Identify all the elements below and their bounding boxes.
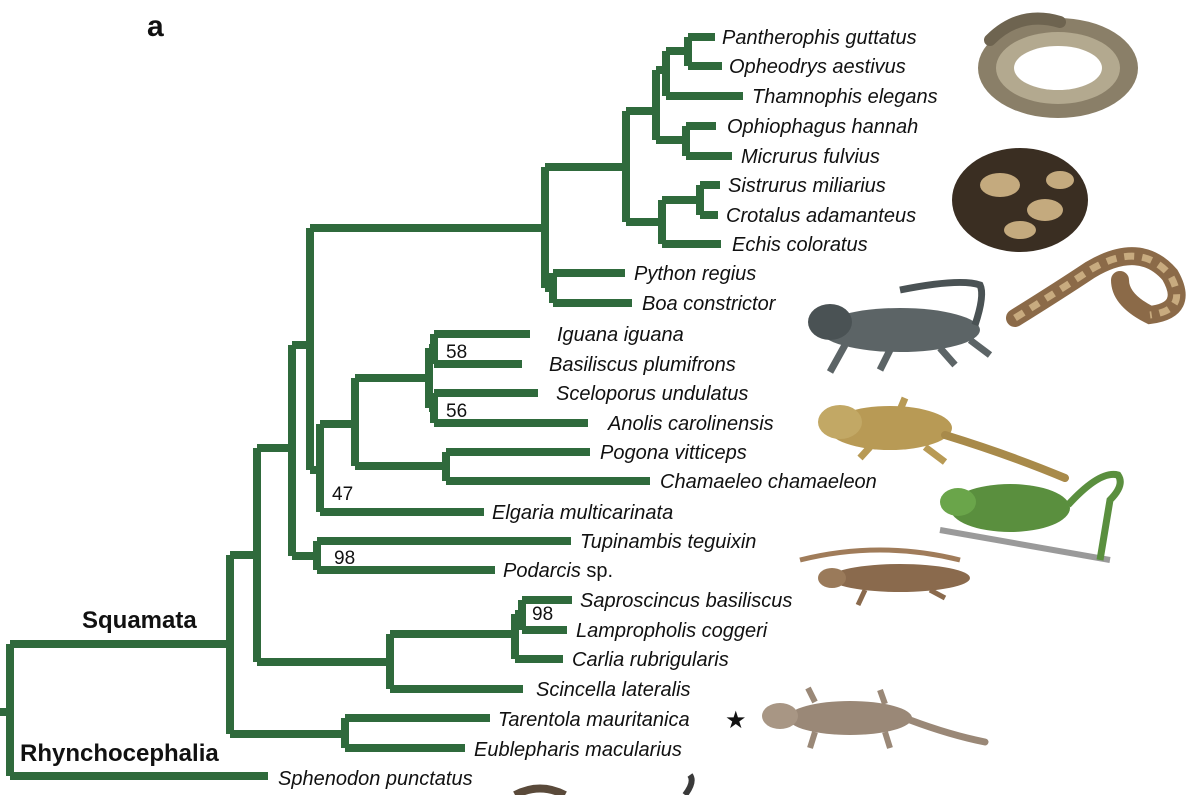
chameleon-photo <box>939 470 1124 563</box>
panel-label: a <box>147 10 164 43</box>
taxon-label: Echis coloratus <box>732 234 868 256</box>
taxon-label: Ophiophagus hannah <box>727 116 918 138</box>
support-value: 47 <box>332 484 353 505</box>
taxon-label: Python regius <box>634 263 756 285</box>
taxon-label: Boa constrictor <box>642 293 777 315</box>
taxon-suffix: sp. <box>581 560 613 582</box>
taxon-label: Micrurus fulvius <box>741 146 880 168</box>
taxon-label: Sphenodon punctatus <box>278 768 473 790</box>
wall-lizard-photo <box>799 547 970 607</box>
taxon-label: Tarentola mauritanica <box>498 709 690 731</box>
green-iguana-photo <box>808 278 993 374</box>
ball-python-photo <box>952 148 1088 252</box>
boa-constrictor-photo <box>1006 247 1186 327</box>
taxon-label: Opheodrys aestivus <box>729 56 906 78</box>
star-marker-icon: ★ <box>725 706 747 734</box>
tree-branches <box>0 33 743 780</box>
taxon-genus: Podarcis <box>503 560 581 582</box>
taxon-label: Pogona vitticeps <box>600 442 747 464</box>
taxon-label: Eublepharis macularius <box>474 739 682 761</box>
taxon-label: Saproscincus basiliscus <box>580 590 792 612</box>
taxon-label: Basiliscus plumifrons <box>549 354 736 376</box>
support-value: 58 <box>446 342 467 363</box>
support-value: 98 <box>334 548 355 569</box>
taxon-label: Sceloporus undulatus <box>556 383 748 405</box>
corn-snake-photo <box>978 12 1138 118</box>
support-value: 56 <box>446 401 467 422</box>
taxon-label: Lampropholis coggeri <box>576 620 768 642</box>
bearded-dragon-photo <box>818 396 1069 482</box>
taxon-label: Carlia rubrigularis <box>572 649 729 671</box>
taxon-label: Scincella lateralis <box>536 679 691 701</box>
cropped-animal-photo <box>513 773 695 795</box>
taxon-label: Chamaeleo chamaeleon <box>660 471 877 493</box>
gecko-photo <box>762 686 989 749</box>
support-value: 98 <box>532 604 553 625</box>
clade-label-rhynchocephalia: Rhynchocephalia <box>20 740 219 767</box>
taxon-label: Thamnophis elegans <box>752 86 938 108</box>
clade-label-squamata: Squamata <box>82 607 197 634</box>
taxon-labels: Pantherophis guttatus Opheodrys aestivus… <box>278 27 938 790</box>
taxon-label: Iguana iguana <box>557 324 684 346</box>
taxon-label: Sistrurus miliarius <box>728 175 886 197</box>
taxon-label: Anolis carolinensis <box>607 413 774 435</box>
taxon-label: Tupinambis teguixin <box>580 531 756 553</box>
taxon-label: Crotalus adamanteus <box>726 205 916 227</box>
taxon-label: Elgaria multicarinata <box>492 502 673 524</box>
taxon-label: Podarcis sp. <box>503 560 613 582</box>
taxon-label: Pantherophis guttatus <box>722 27 917 49</box>
